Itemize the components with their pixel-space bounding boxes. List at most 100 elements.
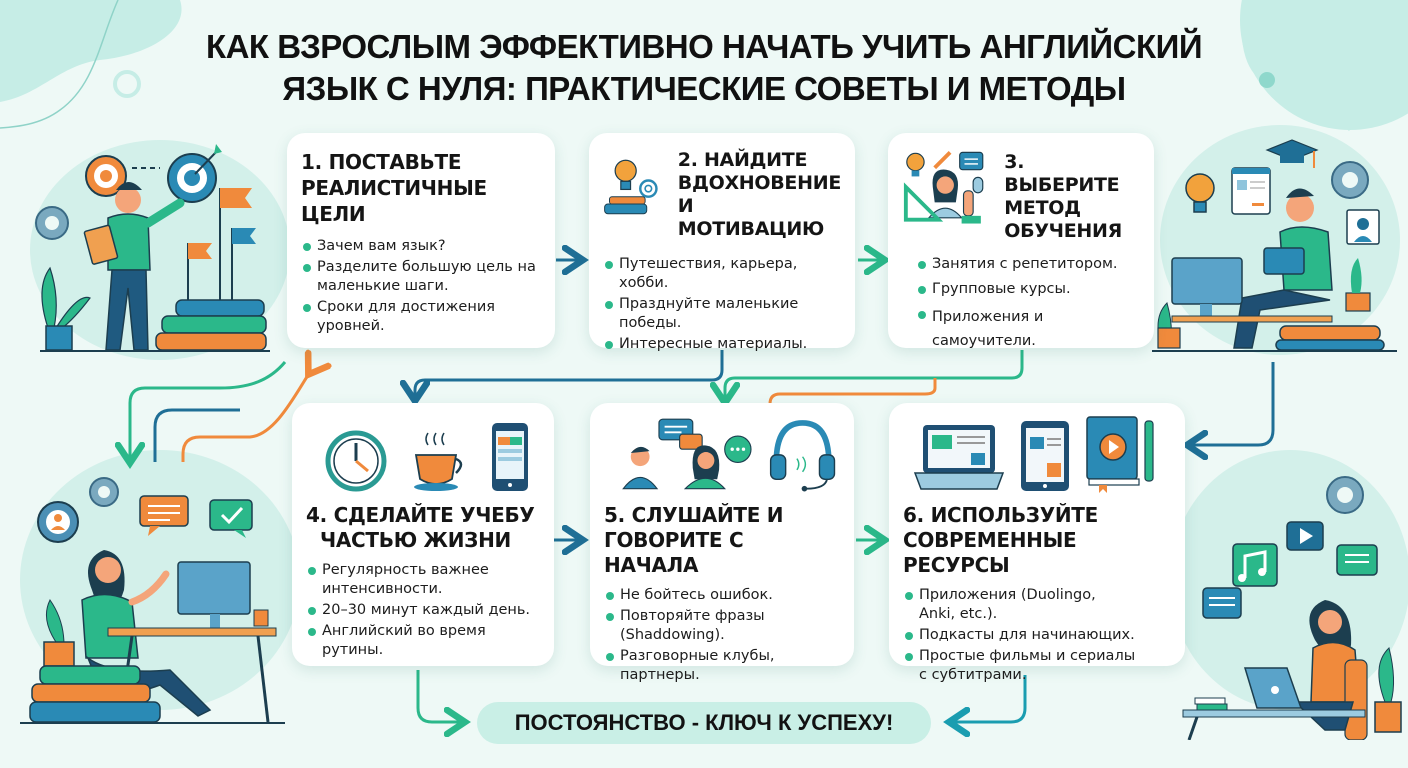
step-5-title: 5. СЛУШАЙТЕ И ГОВОРИТЕ С НАЧАЛА — [604, 503, 840, 578]
step-5-bullets: Не бойтесь ошибок. Повторяйте фразы (Sha… — [604, 586, 840, 685]
step-5-title-line: ГОВОРИТЕ С НАЧАЛА — [604, 528, 744, 577]
play-video-icon — [1286, 521, 1324, 551]
step-6-title-line: СОВРЕМЕННЫЕ РЕСУРСЫ — [903, 528, 1077, 577]
bullet-item: Английский во время рутины. — [306, 622, 540, 660]
lightbulb-icon — [1185, 173, 1215, 213]
step-4-icons — [306, 413, 540, 493]
step-4-title-line: 4. СДЕЛАЙТЕ УЧЕБУ — [306, 503, 535, 527]
step-1-title-line: ЦЕЛИ — [301, 202, 366, 226]
music-note-icon — [1232, 543, 1278, 587]
step-1-title: 1. ПОСТАВЬТЕ РЕАЛИСТИЧНЫЕ ЦЕЛИ — [301, 149, 541, 227]
pen-icon — [1144, 420, 1154, 482]
man-icon — [622, 446, 659, 490]
lightbulb-icon — [614, 159, 637, 191]
step-2-title-line: ВДОХНОВЕНИЕ — [677, 172, 842, 194]
bullet-item: Празднуйте маленькие победы. — [603, 295, 841, 333]
gear-icon — [1326, 476, 1364, 514]
chat-check-icon — [209, 499, 253, 538]
step-1-bullets: Зачем вам язык? Разделите большую цель н… — [301, 237, 541, 336]
bullet-item: Зачем вам язык? — [301, 237, 541, 256]
video-book-icon — [1086, 416, 1154, 493]
gear-icon — [1331, 161, 1369, 199]
tablet-icon — [1021, 421, 1069, 491]
books-icon — [604, 196, 648, 215]
chat-icon — [959, 151, 984, 171]
gear-icon — [89, 477, 119, 507]
step-6-title-line: 6. ИСПОЛЬЗУЙТЕ — [903, 503, 1098, 527]
mouse-icon — [972, 176, 984, 194]
step-2-title-line: И МОТИВАЦИЮ — [677, 195, 825, 240]
illustration-woman-laptop — [1175, 440, 1405, 740]
step-2-bullets: Путешествия, карьера, хобби. Празднуйте … — [603, 255, 841, 354]
bullet-item: Путешествия, карьера, хобби. — [603, 255, 841, 293]
title-line-2: ЯЗЫК С НУЛЯ: ПРАКТИЧЕСКИЕ СОВЕТЫ И МЕТОД… — [282, 70, 1126, 107]
lightbulb-icon — [906, 152, 925, 177]
bullet-item: Сроки для достижения уровней. — [301, 298, 541, 336]
footer-slogan: ПОСТОЯНСТВО - КЛЮЧ К УСПЕХУ! — [477, 702, 931, 744]
bullet-item: Приложения и самоучители. — [916, 305, 1066, 353]
chat-orange-icon — [139, 495, 189, 536]
bullet-item: Групповые курсы. — [916, 280, 1140, 299]
step-card-4: 4. СДЕЛАЙТЕ УЧЕБУ ЧАСТЬЮ ЖИЗНИ Регулярно… — [292, 403, 554, 666]
illustration-goals — [30, 128, 280, 358]
step-card-2: 2. НАЙДИТЕ ВДОХНОВЕНИЕ И МОТИВАЦИЮ Путеш… — [589, 133, 855, 352]
conversation-people-icon — [622, 418, 752, 490]
chat-orange-icon — [679, 433, 703, 450]
step-2-title: 2. НАЙДИТЕ ВДОХНОВЕНИЕ И МОТИВАЦИЮ — [677, 149, 842, 241]
bullet-item: Не бойтесь ошибок. — [604, 586, 840, 605]
smartphone-icon — [492, 423, 528, 491]
step-card-3: 3. ВЫБЕРИТЕ МЕТОД ОБУЧЕНИЯ Занятия с реп… — [888, 133, 1154, 349]
page-title: КАК ВЗРОСЛЫМ ЭФФЕКТИВНО НАЧАТЬ УЧИТЬ АНГ… — [0, 26, 1408, 110]
laptop-icon — [913, 425, 1005, 490]
bullet-item: 20–30 минут каждый день. — [306, 601, 540, 620]
ruler-triangle-icon — [903, 182, 944, 222]
bullet-item: Регулярность важнее интенсивности. — [306, 561, 540, 599]
step-card-1: 1. ПОСТАВЬТЕ РЕАЛИСТИЧНЫЕ ЦЕЛИ Зачем вам… — [287, 133, 555, 348]
step-5-icons — [604, 413, 840, 493]
bullet-item: Интересные материалы. — [603, 335, 841, 354]
bullet-item: Повторяйте фразы (Shaddowing). — [604, 607, 840, 645]
hand-pointer-icon — [961, 190, 981, 224]
title-line-1: КАК ВЗРОСЛЫМ ЭФФЕКТИВНО НАЧАТЬ УЧИТЬ АНГ… — [205, 28, 1203, 65]
gear-user-icon — [37, 501, 79, 543]
gear-icon — [35, 206, 69, 240]
step-3-title: 3. ВЫБЕРИТЕ МЕТОД ОБУЧЕНИЯ — [1004, 151, 1140, 243]
bullet-item: Простые фильмы и сериалы с субтитрами. — [903, 647, 1143, 685]
step-3-bullets: Занятия с репетитором. Групповые курсы. … — [902, 255, 1140, 353]
pencil-icon — [933, 151, 952, 170]
woman-icon — [683, 445, 726, 490]
headset-icon — [769, 420, 836, 492]
bullet-item: Занятия с репетитором. — [916, 255, 1140, 274]
teacher-icon — [927, 169, 963, 219]
graduation-cap-icon — [1265, 139, 1319, 168]
document-chat-icon — [1231, 167, 1271, 215]
step-3-title-line: 3. ВЫБЕРИТЕ — [1004, 151, 1120, 196]
step-1-title-line: 1. ПОСТАВЬТЕ — [301, 150, 462, 174]
bullet-item: Разделите большую цель на маленькие шаги… — [301, 258, 541, 296]
step-6-icons — [903, 413, 1171, 493]
clock-icon — [325, 430, 387, 492]
target-blue-icon — [167, 144, 222, 203]
step-4-title-line: ЧАСТЬЮ ЖИЗНИ — [320, 528, 511, 552]
chat-dots-icon — [724, 435, 752, 463]
chat-green-icon — [1336, 544, 1378, 576]
step-3-title-line: МЕТОД — [1004, 197, 1081, 219]
coffee-cup-icon — [414, 432, 463, 491]
bullet-item: Подкасты для начинающих. — [903, 626, 1171, 645]
lightbulb-gear-books-icon — [604, 159, 658, 215]
bullet-item: Разговорные клубы, партнеры. — [604, 647, 840, 685]
step-6-title: 6. ИСПОЛЬЗУЙТЕ СОВРЕМЕННЫЕ РЕСУРСЫ — [903, 503, 1171, 578]
illustration-woman-desk — [20, 470, 290, 735]
step-6-bullets: Приложения (Duolingo, Anki, etc.). Подка… — [903, 586, 1171, 685]
profile-picture-icon — [1346, 209, 1380, 245]
bullet-item: Приложения (Duolingo, Anki, etc.). — [903, 586, 1113, 624]
target-orange-icon — [85, 155, 127, 197]
step-4-bullets: Регулярность важнее интенсивности. 20–30… — [306, 561, 540, 660]
step-card-6: 6. ИСПОЛЬЗУЙТЕ СОВРЕМЕННЫЕ РЕСУРСЫ Прило… — [889, 403, 1185, 683]
teacher-method-icon — [903, 151, 984, 224]
gear-icon — [639, 179, 658, 198]
step-3-title-line: ОБУЧЕНИЯ — [1004, 220, 1122, 242]
step-card-5: 5. СЛУШАЙТЕ И ГОВОРИТЕ С НАЧАЛА Не бойте… — [590, 403, 854, 683]
chat-blue-icon — [1202, 587, 1242, 619]
step-4-title: 4. СДЕЛАЙТЕ УЧЕБУ ЧАСТЬЮ ЖИЗНИ — [306, 503, 540, 553]
